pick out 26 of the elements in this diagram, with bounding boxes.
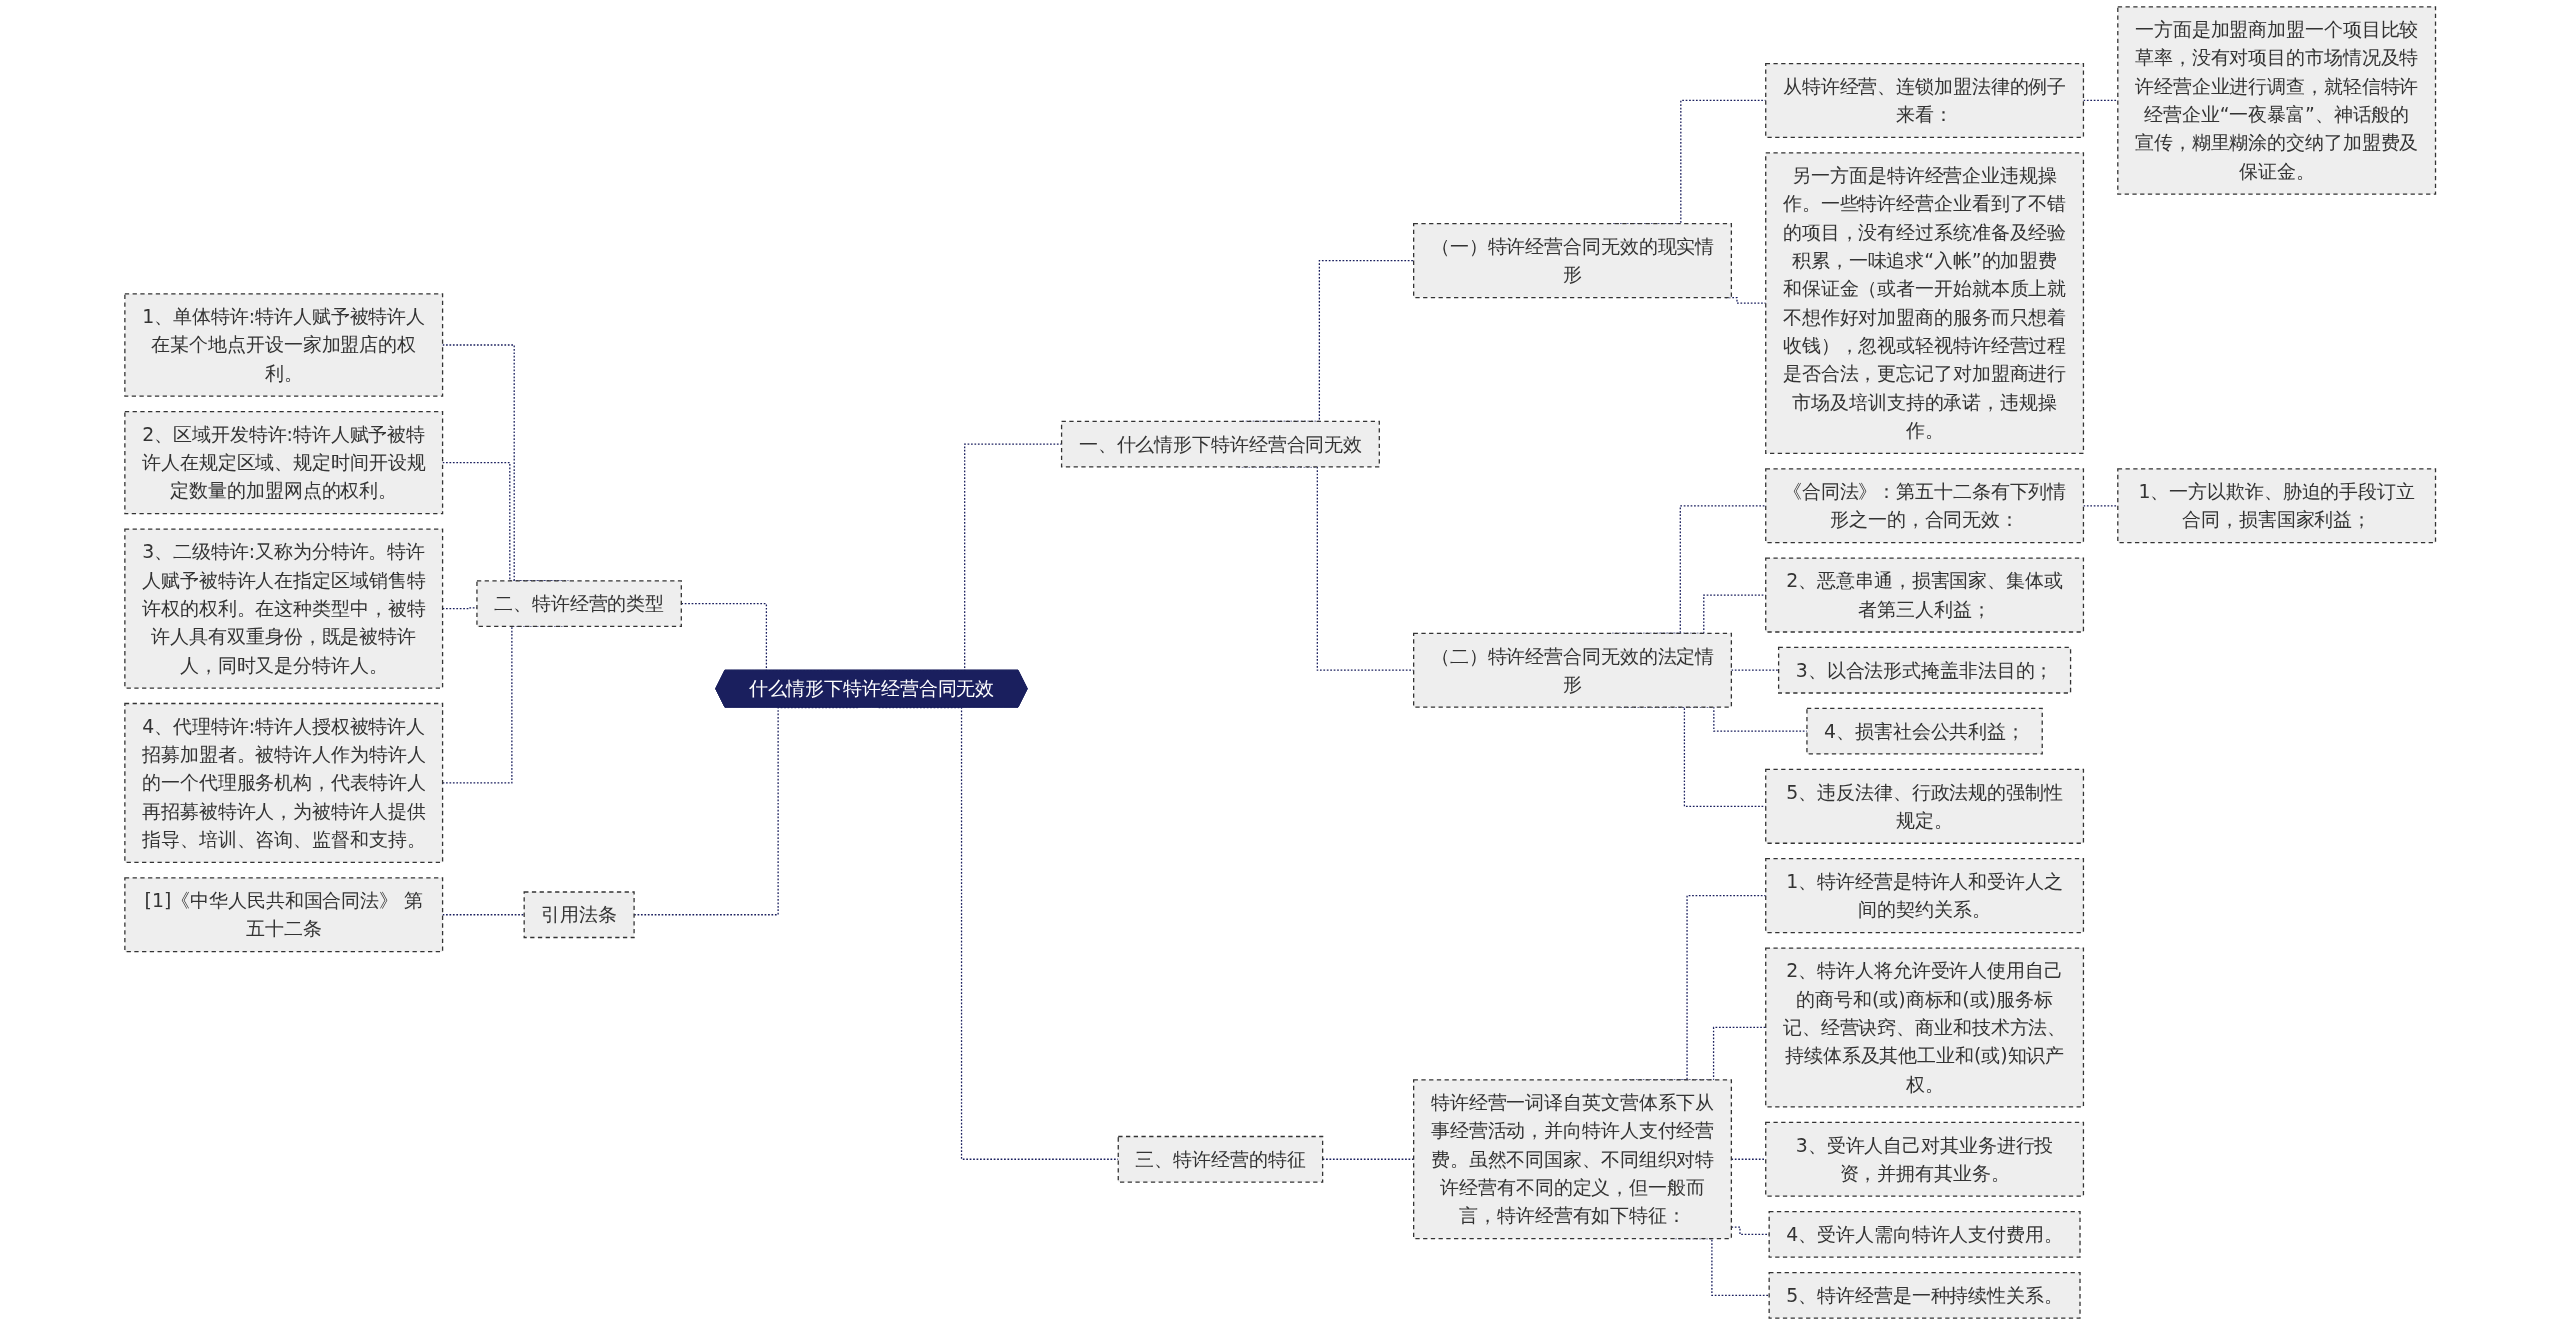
node-box: 二、特许经营的类型 [476,580,682,628]
node-box: 3、以合法形式掩盖非法目的； [1777,646,2071,694]
node-box: 2、特许人将允许受许人使用自己的商号和(或)商标和(或)服务标记、经营诀窍、商业和技术方法、持续体系及其他工业和(或)知识产权。 [1764,947,2084,1108]
node-box: 《合同法》：第五十二条有下列情形之一的，合同无效： [1764,468,2084,544]
node-box: 引用法条 [523,891,635,939]
node-box: 三、特许经营的特征 [1117,1135,1324,1183]
node-box: [1]《中华人民共和国合同法》 第五十二条 [124,877,444,953]
node-box: 另一方面是特许经营企业违规操作。一些特许经营企业看到了不错的项目，没有经过系统准备及经验积累，一味追求“入帐”的加盟费和保证金（或者一开始就本质上就不想作好对加盟商的服务而只想着收钱），忽视或轻视特许经营过程是否合法，更忘记了对加盟商进行市场及培训支持的承诺，违规操作。 [1764,152,2084,455]
node-box: 一、什么情形下特许经营合同无效 [1060,420,1380,468]
node-box: 4、受许人需向特许人支付费用。 [1768,1211,2081,1258]
node-box: 3、二级特许:又称为分特许。特许人赋予被特许人在指定区域销售特许权的权利。在这种类型中，被特许人具有双重身份，既是被特许人，同时又是分特许人。 [124,528,444,689]
node-box: （一）特许经营合同无效的现实情形 [1412,223,1732,299]
node-box: 2、恶意串通，损害国家、集体或者第三人利益； [1764,557,2084,633]
node-box: 4、代理特许:特许人授权被特许人招募加盟者。被特许人作为特许人的一个代理服务机构，代表特许人再招募被特许人，为被特许人提供指导、培训、咨询、监督和支持。 [124,702,444,863]
node-box: 特许经营一词译自英文营体系下从事经营活动，并向特许人支付经营费。虽然不同国家、不同组织对特许经营有不同的定义，但一般而言，特许经营有如下特征： [1412,1079,1732,1240]
node-box: 1、一方以欺诈、胁迫的手段订立合同，损害国家利益； [2116,468,2436,544]
node-box: 4、损害社会公共利益； [1806,707,2043,755]
node-box: 5、违反法律、行政法规的强制性规定。 [1764,768,2084,844]
node-box: 2、区域开发特许:特许人赋予被特许人在规定区域、规定时间开设规定数量的加盟网点的权利。 [124,410,444,515]
node-box: 从特许经营、连锁加盟法律的例子来看： [1764,62,2084,139]
node-box: 1、单体特许:特许人赋予被特许人在某个地点开设一家加盟店的权利。 [124,293,444,397]
node-box: 一方面是加盟商加盟一个项目比较草率，没有对项目的市场情况及特许经营企业进行调查，就轻信特许经营企业“一夜暴富”、神话般的宣传，糊里糊涂的交纳了加盟费及保证金。 [2116,6,2436,195]
node-box: 3、受许人自己对其业务进行投资，并拥有其业务。 [1764,1121,2084,1197]
node-box: 5、特许经营是一种持续性关系。 [1768,1271,2081,1319]
node-box: 1、特许经营是特许人和受许人之间的契约关系。 [1764,858,2084,934]
node-box: （二）特许经营合同无效的法定情形 [1412,632,1732,708]
